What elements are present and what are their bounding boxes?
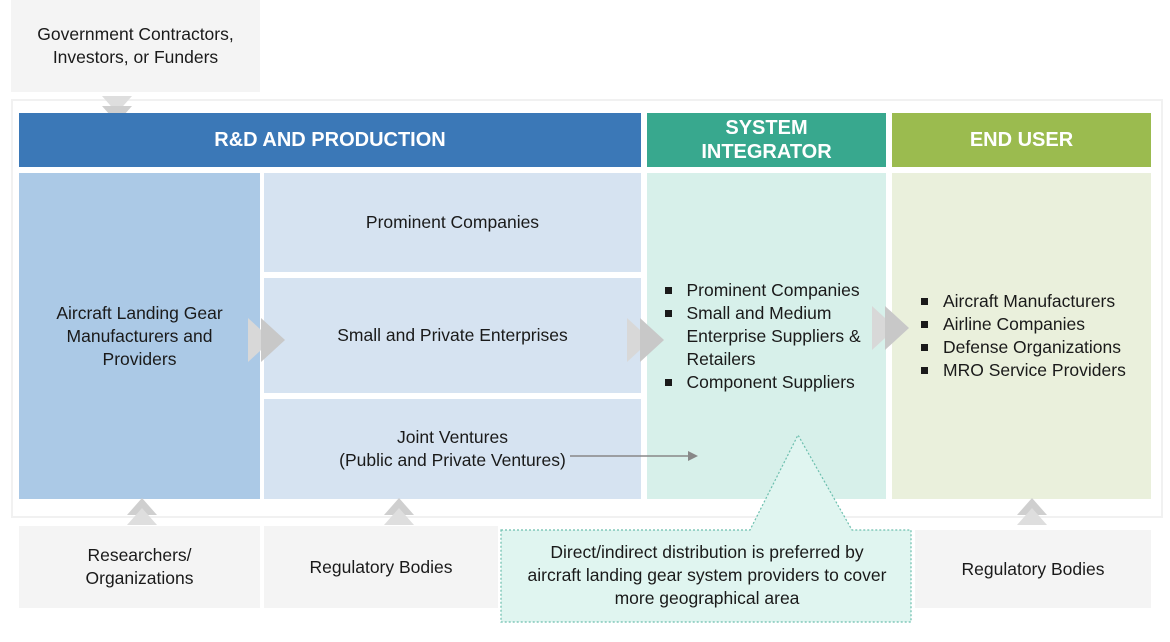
small-private-enterprises-label: Small and Private Enterprises (337, 325, 568, 345)
manufacturers-label: Aircraft Landing Gear Manufacturers and … (56, 302, 223, 369)
regulatory-bodies-label: Regulatory Bodies (309, 556, 453, 577)
end-user-header-label: END USER (969, 129, 1074, 151)
small-private-enterprises-cell: Small and Private Enterprises (264, 278, 641, 393)
chevron-right-icon (640, 318, 664, 362)
end-user-cell: Aircraft Manufacturers Airline Companies… (892, 173, 1151, 499)
researchers-label-line2: Organizations (85, 568, 194, 588)
rnd-production-header: R&D AND PRODUCTION (19, 113, 641, 167)
end-user-list: Aircraft Manufacturers Airline Companies… (919, 290, 1144, 382)
list-item: Prominent Companies (663, 279, 881, 302)
joint-ventures-sublabel: (Public and Private Ventures) (339, 450, 566, 470)
callout-outline (500, 433, 912, 623)
rnd-production-header-label: R&D AND PRODUCTION (214, 129, 446, 151)
system-integrator-header: SYSTEM INTEGRATOR (647, 113, 886, 167)
list-item: Aircraft Manufacturers (919, 290, 1144, 313)
joint-ventures-label: Joint Ventures (397, 427, 508, 447)
list-item: Defense Organizations (919, 336, 1144, 359)
top-source-label: Government Contractors, Investors, or Fu… (37, 24, 234, 67)
end-user-header: END USER (892, 113, 1151, 167)
callout-text-box: Direct/indirect distribution is preferre… (510, 532, 904, 618)
regulatory-bodies-label: Regulatory Bodies (961, 558, 1105, 579)
up-arrow-icon (384, 508, 414, 525)
top-source-box: Government Contractors, Investors, or Fu… (11, 0, 260, 92)
system-integrator-list: Prominent Companies Small and Medium Ent… (663, 279, 881, 394)
manufacturers-cell: Aircraft Landing Gear Manufacturers and … (19, 173, 260, 499)
regulatory-bodies-box-end-user: Regulatory Bodies (915, 530, 1151, 608)
regulatory-bodies-box: Regulatory Bodies (264, 526, 498, 608)
chevron-right-icon (885, 306, 909, 350)
up-arrow-icon (127, 508, 157, 525)
prominent-companies-cell: Prominent Companies (264, 173, 641, 272)
joint-ventures-cell: Joint Ventures (Public and Private Ventu… (264, 399, 641, 499)
joint-venture-arrow (570, 451, 698, 461)
chevron-right-icon (261, 318, 285, 362)
system-integrator-cell: Prominent Companies Small and Medium Ent… (647, 173, 886, 499)
callout-text: Direct/indirect distribution is preferre… (527, 541, 887, 608)
up-arrow-icon (1017, 508, 1047, 525)
system-integrator-header-line1: SYSTEM (725, 117, 808, 139)
list-item: Small and Medium Enterprise Suppliers & … (663, 302, 881, 371)
researchers-label-line1: Researchers/ (87, 545, 192, 565)
prominent-companies-label: Prominent Companies (365, 212, 540, 232)
callout-shape (500, 433, 912, 623)
list-item: MRO Service Providers (919, 359, 1144, 382)
list-item: Component Suppliers (663, 371, 881, 394)
list-item: Airline Companies (919, 313, 1144, 336)
researchers-box: Researchers/ Organizations (19, 526, 260, 608)
arrow-head-icon (688, 451, 698, 461)
system-integrator-header-line2: INTEGRATOR (701, 141, 832, 163)
